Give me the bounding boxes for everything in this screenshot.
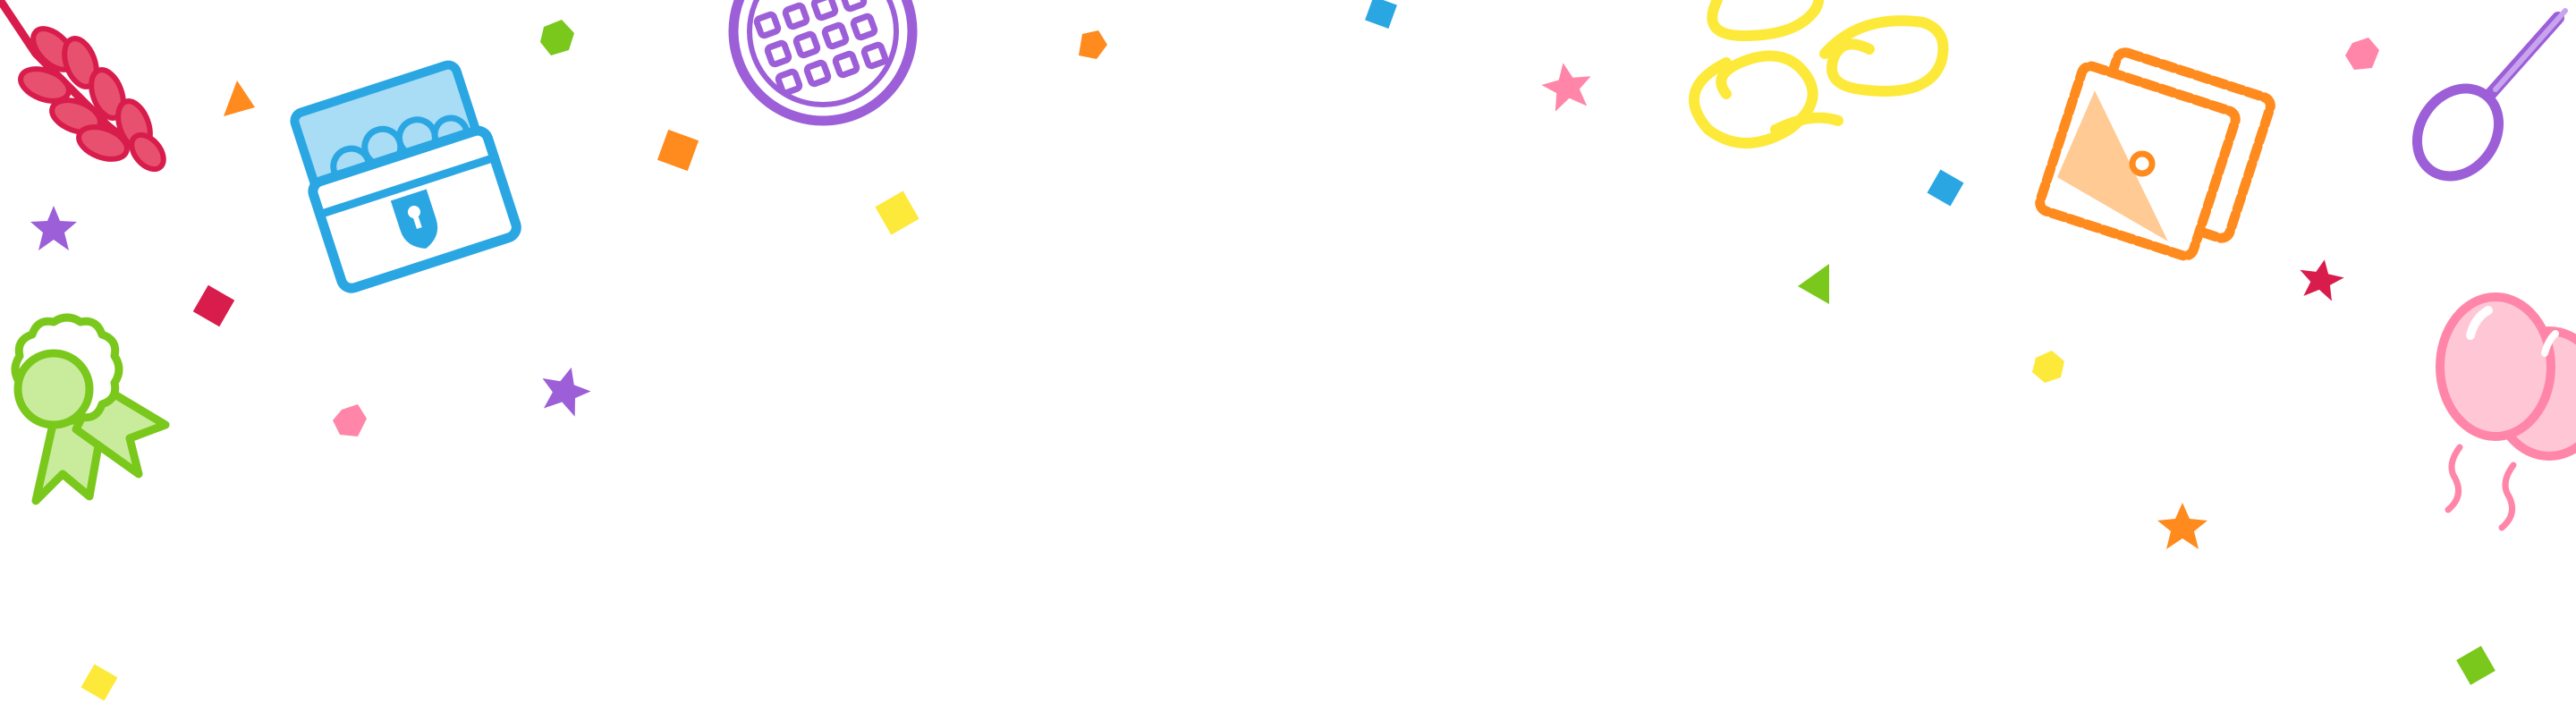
confetti-triangle xyxy=(224,80,255,116)
confetti-star xyxy=(30,206,77,250)
confetti-pentagon xyxy=(333,404,367,436)
confetti-pentagon xyxy=(2345,38,2379,70)
confetti-pentagon xyxy=(1079,30,1107,59)
confetti-star xyxy=(1541,63,1591,112)
balloons-icon xyxy=(2436,292,2576,531)
confetti-square xyxy=(1365,0,1397,29)
award-ribbon-icon xyxy=(11,313,170,505)
confetti-star xyxy=(542,367,591,417)
confetti-star xyxy=(2300,259,2344,301)
confetti-square xyxy=(2456,646,2496,685)
confetti-square xyxy=(80,664,118,701)
wheat-icon xyxy=(0,0,166,173)
confetti-square xyxy=(192,284,235,327)
waffle-icon xyxy=(728,0,918,126)
confetti-hexagon xyxy=(540,20,574,55)
spoon-icon xyxy=(2411,8,2568,182)
confetti-hexagon xyxy=(2032,351,2064,383)
confetti-square xyxy=(875,191,919,235)
confetti-square xyxy=(657,129,699,172)
ravioli-icon xyxy=(2035,47,2275,261)
treasure-chest-icon xyxy=(290,60,521,293)
confetti-triangle xyxy=(1798,264,1829,304)
confetti xyxy=(30,0,2496,701)
pretzel-icon xyxy=(1689,0,1949,148)
confetti-star xyxy=(2157,503,2207,549)
confetti-square xyxy=(1927,169,1964,207)
